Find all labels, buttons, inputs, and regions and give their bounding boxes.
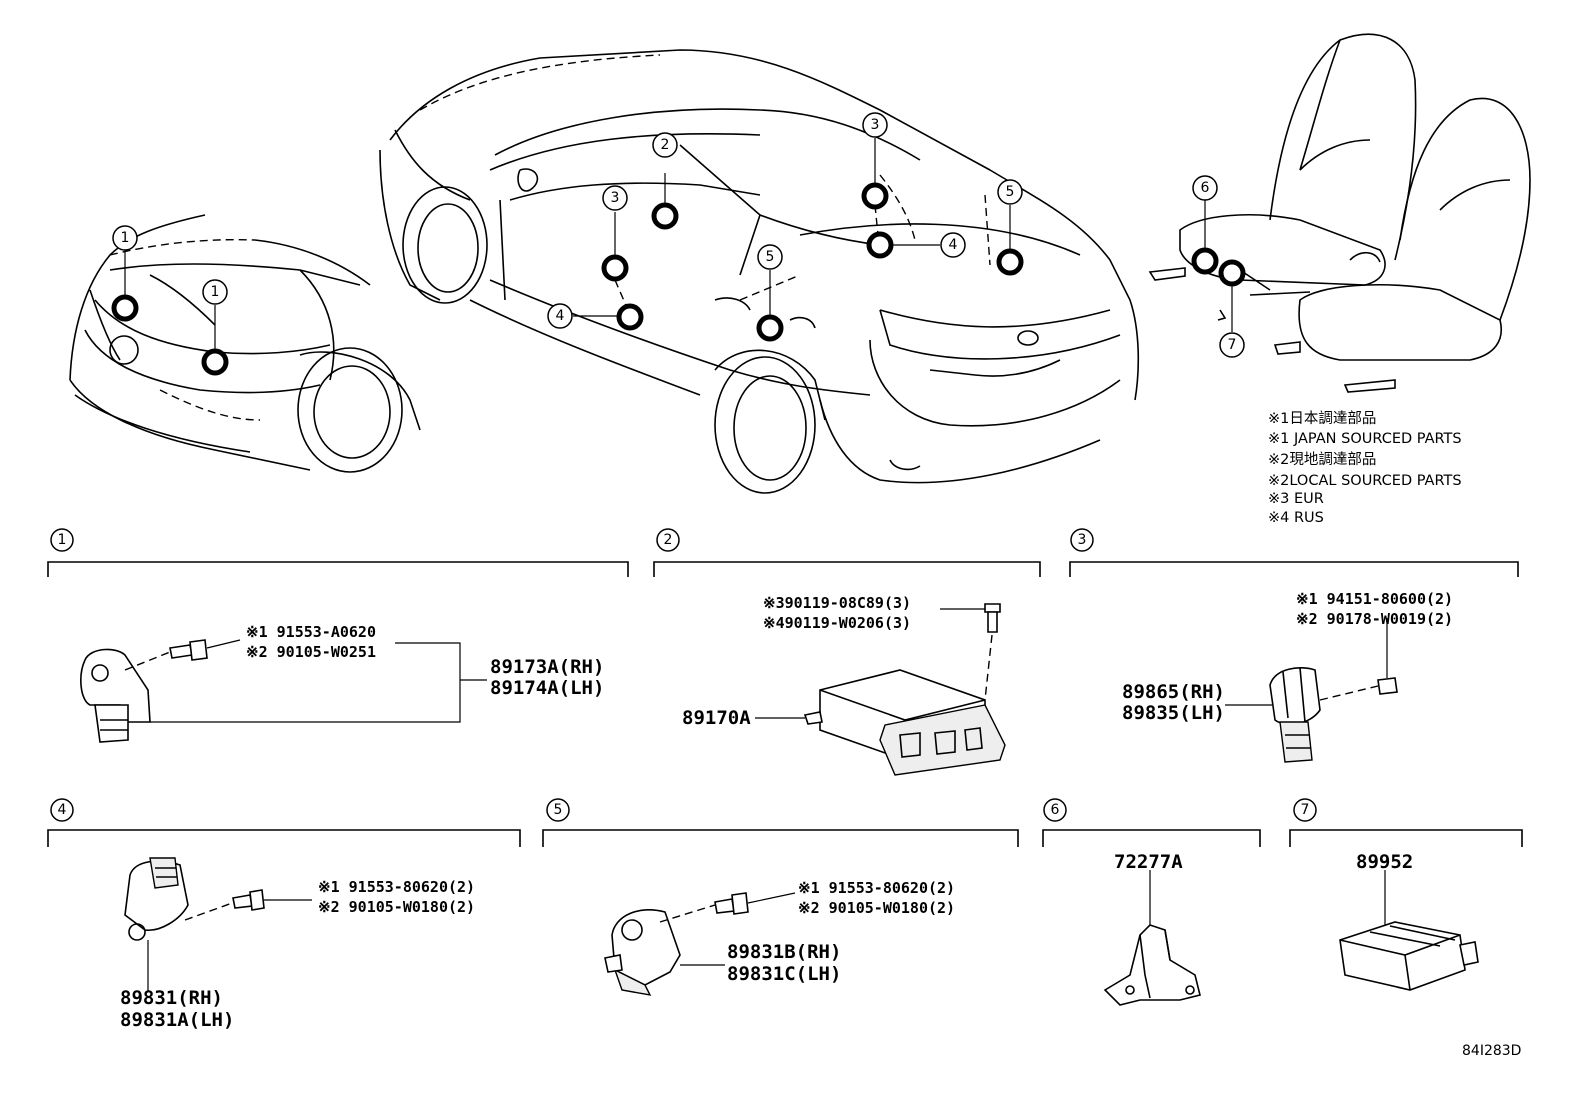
svg-text:5: 5: [1006, 184, 1015, 200]
svg-text:6: 6: [1201, 180, 1210, 196]
section-7-module: 89952: [1339, 851, 1479, 991]
section-5-part-1: 89831B(RH): [727, 941, 841, 963]
section-1-number: 1: [58, 532, 67, 548]
section-2-number: 2: [664, 532, 673, 548]
section-3-part-1: 89865(RH): [1122, 681, 1225, 703]
section-5-number: 5: [554, 802, 563, 818]
section-5-ref-1: ※1 91553-80620(2): [798, 879, 955, 897]
svg-text:1: 1: [211, 284, 220, 300]
svg-text:1: 1: [121, 230, 130, 246]
section-4-ref-1: ※1 91553-80620(2): [318, 878, 475, 896]
section-6-number: 6: [1051, 802, 1060, 818]
section-4-ref-2: ※2 90105-W0180(2): [318, 898, 475, 916]
section-1-part-2: 89174A(LH): [490, 677, 604, 699]
section-3-ref-2: ※2 90178-W0019(2): [1296, 610, 1453, 628]
svg-text:7: 7: [1228, 337, 1237, 353]
section-2-ref-2: ※490119-W0206(3): [763, 614, 911, 632]
legend-line-1: ※1日本調達部品: [1268, 410, 1376, 427]
section-1-sensor: ※1 91553-A0620 ※2 90105-W0251 89173A(RH)…: [80, 623, 604, 743]
svg-text:3: 3: [611, 190, 620, 206]
section-5-sensor: ※1 91553-80620(2) ※2 90105-W0180(2) 8983…: [604, 879, 955, 996]
svg-text:5: 5: [766, 249, 775, 265]
svg-text:4: 4: [556, 308, 565, 324]
diagram-code: 84I283D: [1462, 1043, 1521, 1059]
section-6-bracket: 72277A: [1103, 851, 1201, 1006]
section-2-part-1: 89170A: [682, 707, 751, 729]
section-2-control-unit: ※390119-08C89(3) ※490119-W0206(3) 89170A: [682, 594, 1006, 776]
section-3-sensor: ※1 94151-80600(2) ※2 90178-W0019(2) 8986…: [1122, 590, 1453, 763]
legend-line-5: ※3 EUR: [1268, 491, 1324, 507]
section-4-part-2: 89831A(LH): [120, 1009, 234, 1031]
front-bumper-illustration: 1 1: [69, 214, 421, 473]
seats-illustration: 6 7: [1148, 33, 1531, 393]
section-6-part-1: 72277A: [1114, 851, 1183, 873]
section-4-part-1: 89831(RH): [120, 987, 223, 1009]
section-3-part-2: 89835(LH): [1122, 702, 1225, 724]
legend-line-6: ※4 RUS: [1268, 510, 1324, 526]
legend-line-3: ※2現地調達部品: [1268, 451, 1376, 468]
section-2-ref-1: ※390119-08C89(3): [763, 594, 911, 612]
section-4-number: 4: [58, 802, 67, 818]
section-3-ref-1: ※1 94151-80600(2): [1296, 590, 1453, 608]
legend: ※1日本調達部品 ※1 JAPAN SOURCED PARTS ※2現地調達部品…: [1268, 410, 1462, 526]
section-4-sensor: ※1 91553-80620(2) ※2 90105-W0180(2) 8983…: [120, 857, 475, 1031]
svg-text:4: 4: [949, 237, 958, 253]
legend-line-4: ※2LOCAL SOURCED PARTS: [1268, 473, 1462, 489]
section-headers: 1 2 3 4 5 6 7: [47, 528, 1523, 847]
svg-text:2: 2: [661, 137, 670, 153]
section-7-number: 7: [1301, 802, 1310, 818]
section-5-ref-2: ※2 90105-W0180(2): [798, 899, 955, 917]
section-7-part-1: 89952: [1356, 851, 1413, 873]
section-1-ref-1: ※1 91553-A0620: [246, 623, 376, 641]
legend-line-2: ※1 JAPAN SOURCED PARTS: [1268, 431, 1462, 447]
svg-text:3: 3: [871, 117, 880, 133]
section-3-number: 3: [1078, 532, 1087, 548]
vehicle-body-illustration: 2 3 4 3 4 5 5: [379, 49, 1140, 494]
section-1-part-1: 89173A(RH): [490, 656, 604, 678]
section-5-part-2: 89831C(LH): [727, 963, 841, 985]
section-1-ref-2: ※2 90105-W0251: [246, 643, 376, 661]
